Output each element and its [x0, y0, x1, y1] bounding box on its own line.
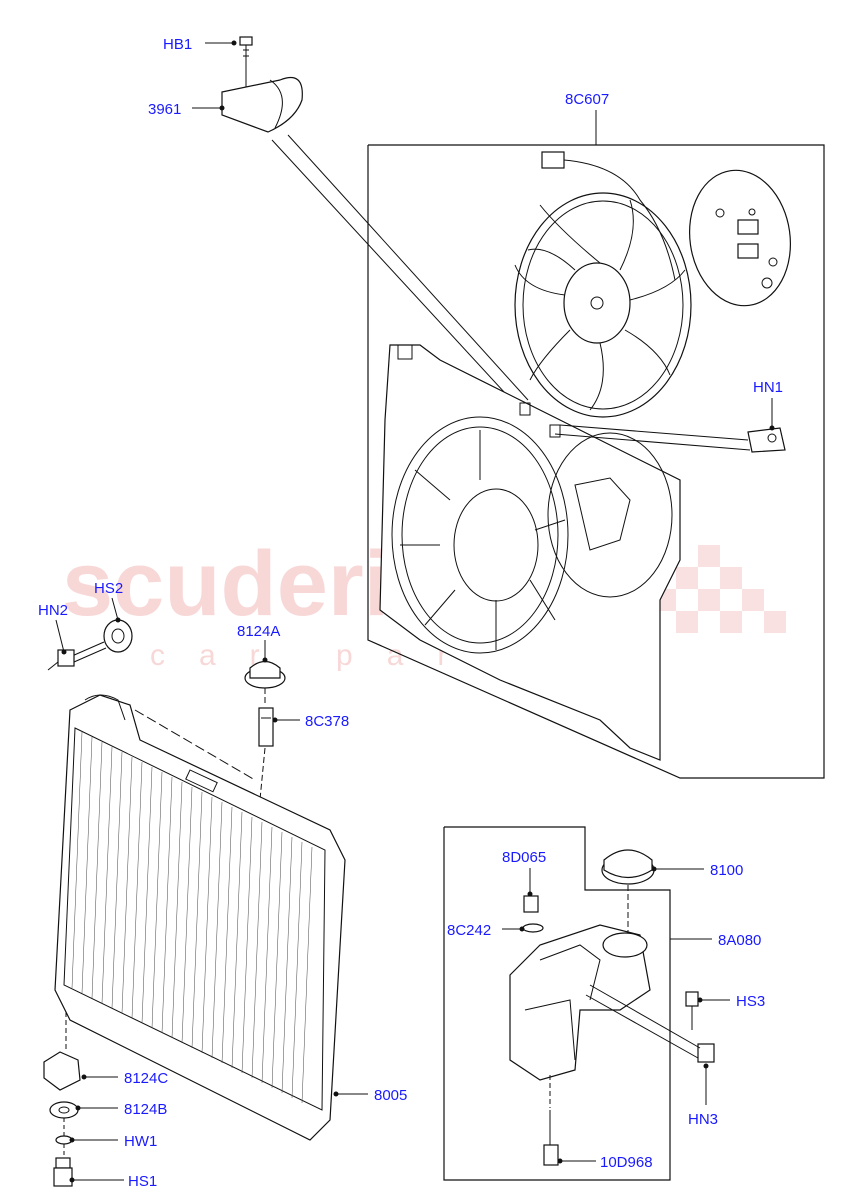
label-hn3: HN3: [688, 1111, 718, 1128]
label-8d065: 8D065: [502, 849, 546, 866]
label-8c242: 8C242: [447, 922, 491, 939]
label-3961: 3961: [148, 101, 181, 118]
label-hs2: HS2: [94, 580, 123, 597]
expansion-tank-8a080: [509, 924, 651, 1081]
label-8005: 8005: [374, 1087, 407, 1104]
mount-8124a: [244, 660, 286, 689]
reservoir-box: [443, 826, 671, 1181]
fan-shroud: [379, 344, 681, 761]
fan-assembly-box: [367, 144, 825, 779]
label-hn2: HN2: [38, 602, 68, 619]
label-hw1: HW1: [124, 1133, 157, 1150]
label-hb1: HB1: [163, 36, 192, 53]
label-8c378: 8C378: [305, 713, 349, 730]
label-hn1: HN1: [753, 379, 783, 396]
fan-back-plate: [688, 169, 792, 307]
mount-8124b: [49, 1101, 79, 1119]
nut-hn2: [47, 649, 75, 671]
label-8c607: 8C607: [565, 91, 609, 108]
label-8100: 8100: [710, 862, 743, 879]
sensor-8d065: [523, 895, 539, 913]
watermark-brand: scuderia: [62, 533, 441, 635]
bolt-hs2: [71, 619, 133, 663]
mount-8124c: [43, 1051, 81, 1091]
label-8124b: 8124B: [124, 1101, 167, 1118]
fan-motor-assembly: [514, 151, 692, 418]
radiator-8005: [54, 694, 346, 1141]
oring-8c242: [522, 923, 544, 933]
label-8124a: 8124A: [237, 623, 280, 640]
clip-8c378: [258, 707, 274, 747]
label-8a080: 8A080: [718, 932, 761, 949]
sensor-10d968: [543, 1110, 559, 1166]
label-hs3: HS3: [736, 993, 765, 1010]
cap-8100: [601, 849, 655, 885]
bolt-hs3: [685, 991, 699, 1030]
nut-hn3: [697, 1043, 715, 1063]
bracket-3961: [221, 76, 303, 133]
bolt-hs1: [53, 1157, 73, 1187]
callout-labels: HB1 3961 8C607 HN1 HS2 HN2 8124A 8C378 8…: [38, 36, 783, 1190]
radiator-core: [71, 731, 313, 1104]
callout-leaders: [55, 40, 775, 1183]
clip-hn1: [747, 427, 786, 453]
label-8124c: 8124C: [124, 1070, 168, 1087]
label-hs1: HS1: [128, 1173, 157, 1190]
label-10d968: 10D968: [600, 1154, 653, 1171]
